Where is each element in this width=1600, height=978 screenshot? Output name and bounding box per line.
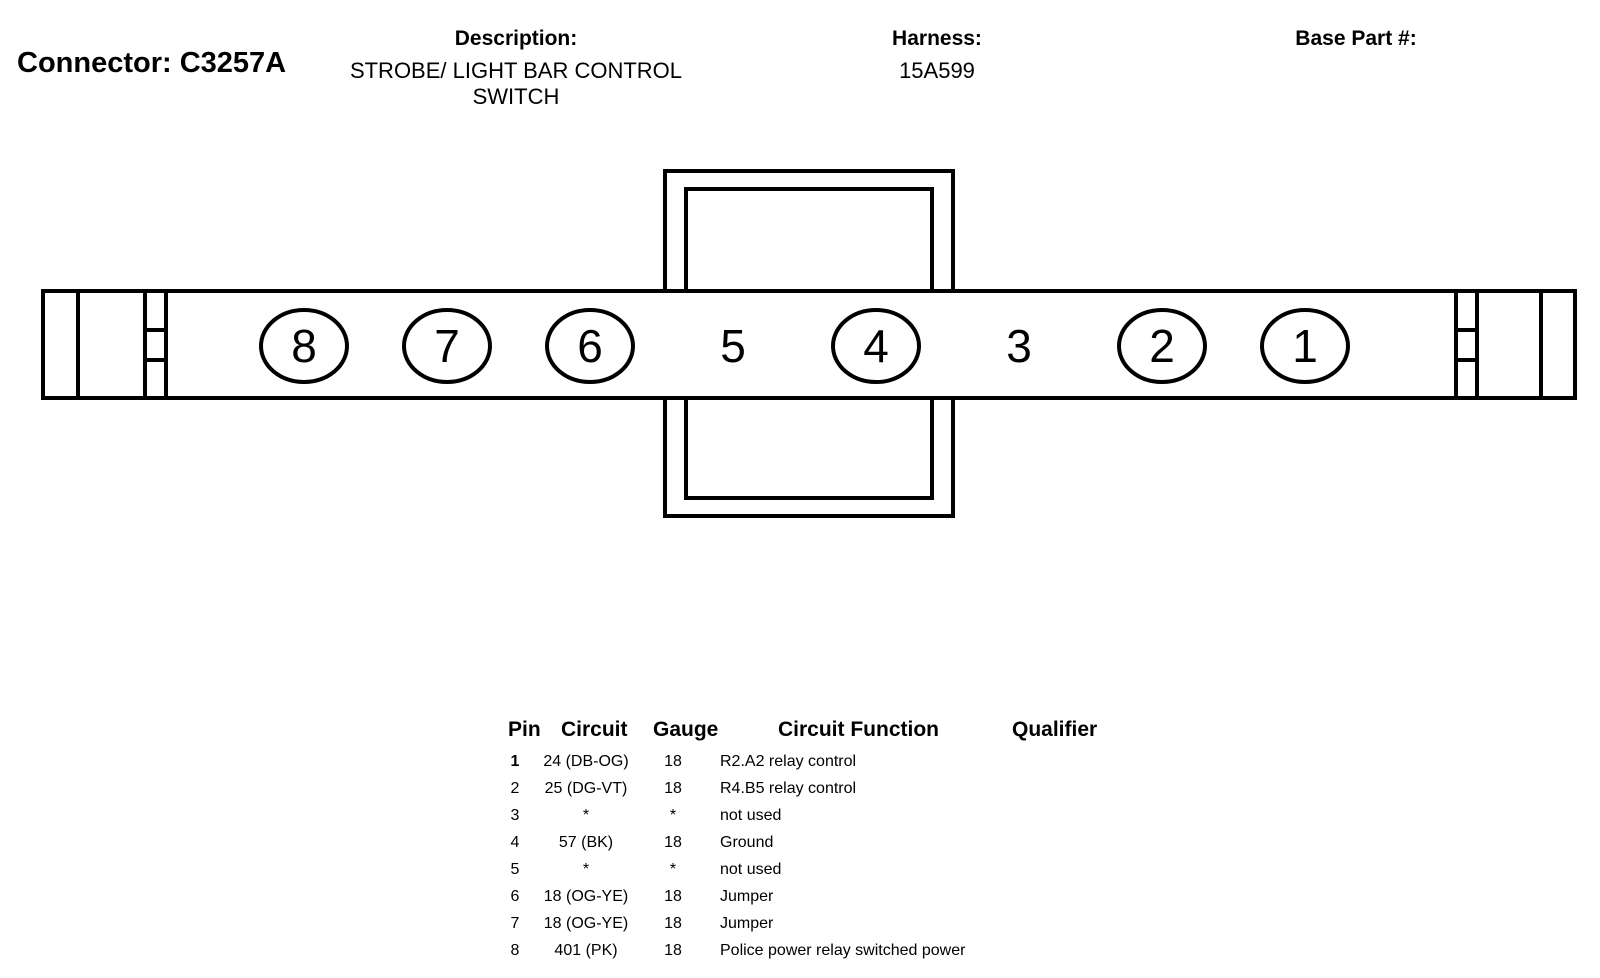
circuit: 18 (OG-YE) xyxy=(543,915,629,932)
harness-value: 15A599 xyxy=(899,58,975,83)
pin-number: 6 xyxy=(510,888,520,905)
pin-3-label: 3 xyxy=(1006,320,1032,372)
circuit-function: Jumper xyxy=(720,888,774,905)
pins-group: 8 7 6 5 4 3 2 1 xyxy=(259,308,1350,384)
pin-4-circle xyxy=(831,308,921,384)
harness-label: Harness: xyxy=(892,27,982,50)
gauge: 18 xyxy=(664,942,682,959)
pin-7-label: 7 xyxy=(434,320,460,372)
pin-1-label: 1 xyxy=(1292,320,1318,372)
pin-number: 5 xyxy=(510,861,520,878)
circuit-function: not used xyxy=(720,861,782,878)
table-row: 7 18 (OG-YE) 18 Jumper xyxy=(500,915,1200,941)
gauge: 18 xyxy=(664,753,682,770)
circuit-function: R4.B5 relay control xyxy=(720,780,857,797)
circuit: 18 (OG-YE) xyxy=(543,888,629,905)
pin-number: 7 xyxy=(510,915,520,932)
pin-1-circle xyxy=(1260,308,1350,384)
base-part-label: Base Part #: xyxy=(1295,27,1417,50)
circuit-function: Ground xyxy=(720,834,774,851)
header-circuit-function: Circuit Function xyxy=(778,718,939,741)
table-row: 8 401 (PK) 18 Police power relay switche… xyxy=(500,942,1200,968)
description-line-2: SWITCH xyxy=(472,84,560,109)
pin-6-circle xyxy=(545,308,635,384)
pin-4-label: 4 xyxy=(863,320,889,372)
header-circuit: Circuit xyxy=(561,718,628,741)
gauge: 18 xyxy=(664,834,682,851)
gauge: * xyxy=(669,807,677,824)
pin-number: 3 xyxy=(510,807,520,824)
description-value: STROBE/ LIGHT BAR CONTROL SWITCH xyxy=(316,58,716,110)
pin-2-circle xyxy=(1117,308,1207,384)
pin-6-label: 6 xyxy=(577,320,603,372)
gauge: 18 xyxy=(664,780,682,797)
pin-number: 2 xyxy=(510,780,520,797)
gauge: 18 xyxy=(664,888,682,905)
pin-number: 4 xyxy=(510,834,520,851)
table-row: 1 24 (DB-OG) 18 R2.A2 relay control xyxy=(500,753,1200,779)
table-row: 5 * * not used xyxy=(500,861,1200,887)
circuit: 401 (PK) xyxy=(554,942,618,959)
circuit: * xyxy=(582,861,590,878)
pin-number: 8 xyxy=(510,942,520,959)
description-label: Description: xyxy=(454,27,578,50)
gauge: * xyxy=(669,861,677,878)
connector-title: Connector: C3257A xyxy=(17,47,287,79)
pin-8-circle xyxy=(259,308,349,384)
table-row: 3 * * not used xyxy=(500,807,1200,833)
circuit: 24 (DB-OG) xyxy=(543,753,629,770)
description-line-1: STROBE/ LIGHT BAR CONTROL xyxy=(349,58,683,83)
circuit-function: Police power relay switched power xyxy=(720,942,966,959)
pin-7-circle xyxy=(402,308,492,384)
pin-8-label: 8 xyxy=(291,320,317,372)
circuit-function: Jumper xyxy=(720,915,774,932)
circuit: 57 (BK) xyxy=(558,834,614,851)
table-row: 4 57 (BK) 18 Ground xyxy=(500,834,1200,860)
pin-number: 1 xyxy=(510,753,520,770)
header-pin: Pin xyxy=(508,718,541,741)
pin-5-label: 5 xyxy=(720,320,746,372)
table-row: 6 18 (OG-YE) 18 Jumper xyxy=(500,888,1200,914)
circuit: 25 (DG-VT) xyxy=(544,780,628,797)
gauge: 18 xyxy=(664,915,682,932)
circuit-function: not used xyxy=(720,807,782,824)
pin-2-label: 2 xyxy=(1149,320,1175,372)
circuit-function: R2.A2 relay control xyxy=(720,753,857,770)
table-row: 2 25 (DG-VT) 18 R4.B5 relay control xyxy=(500,780,1200,806)
header-qualifier: Qualifier xyxy=(1012,718,1098,741)
header-gauge: Gauge xyxy=(653,718,719,741)
circuit: * xyxy=(582,807,590,824)
